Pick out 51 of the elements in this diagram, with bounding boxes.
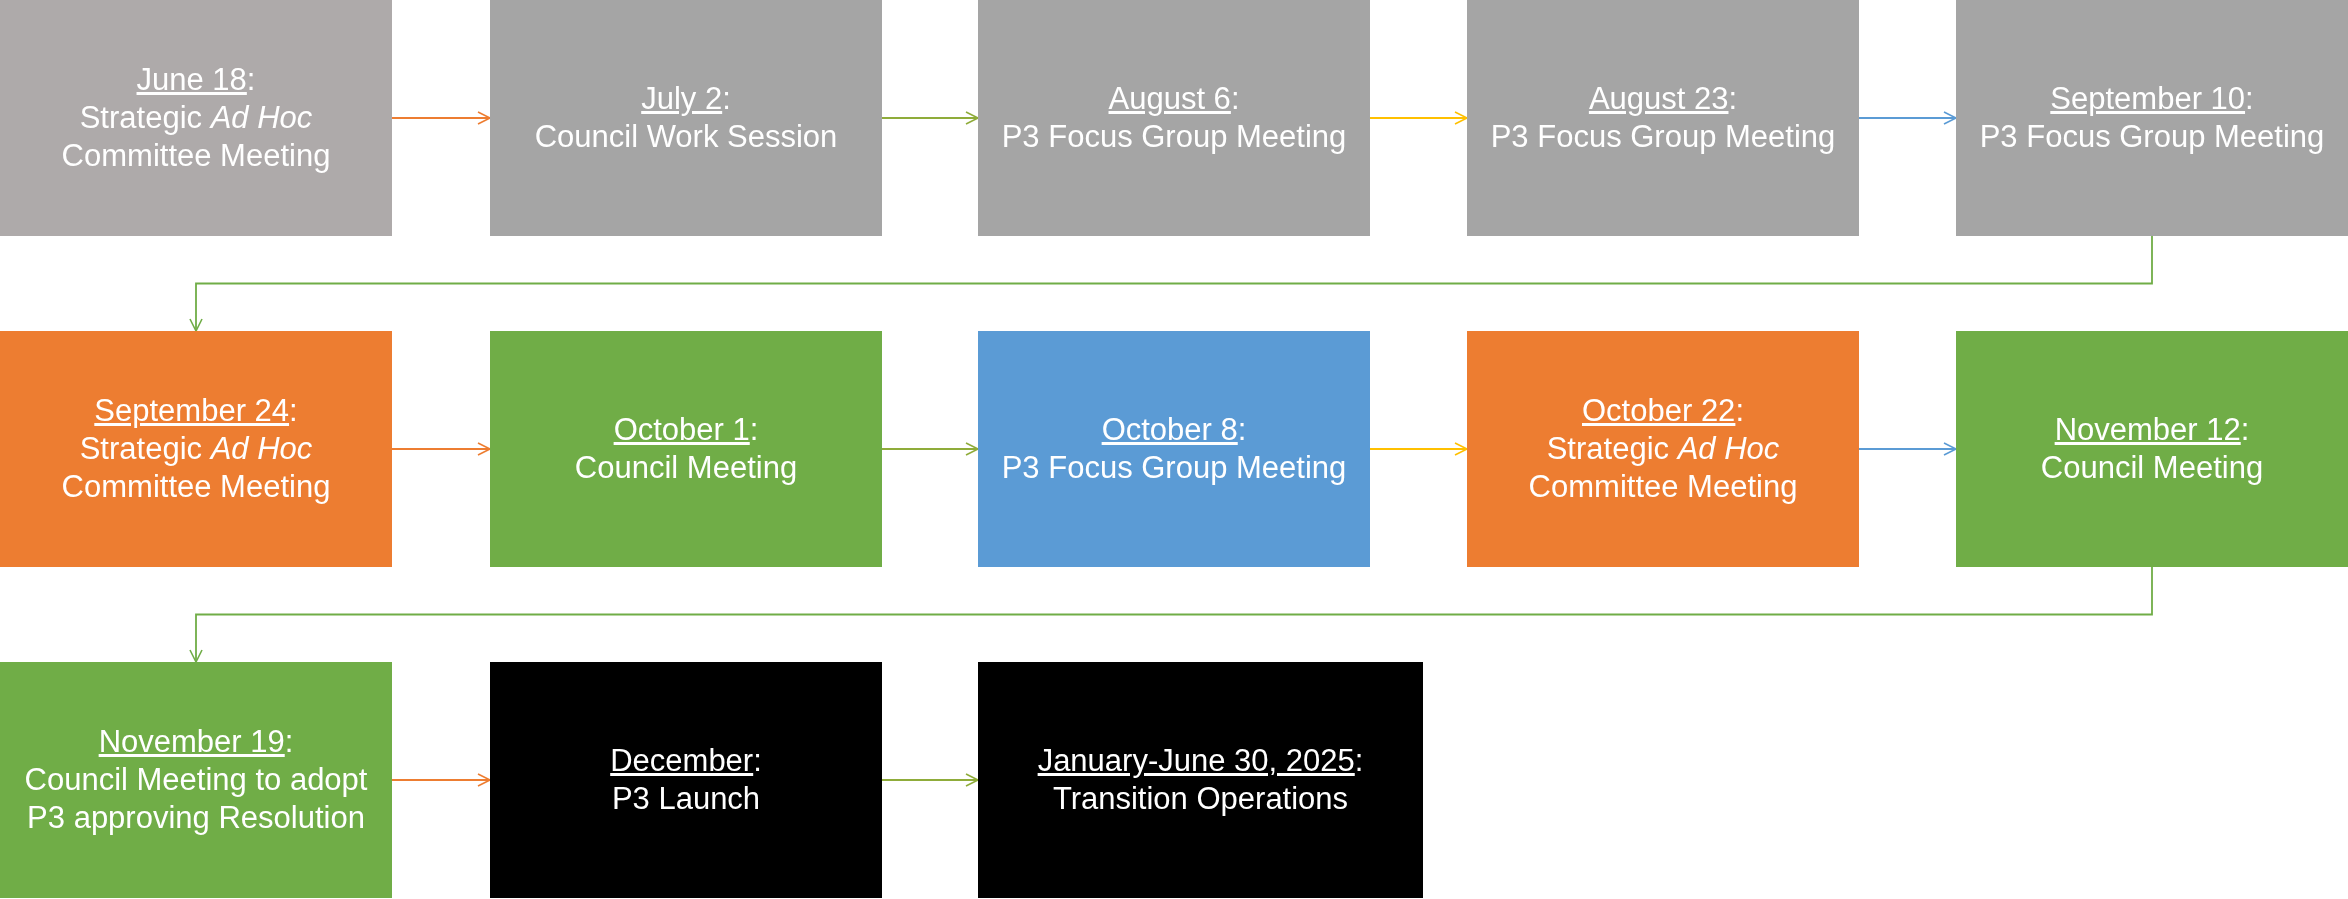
event-box <box>0 662 392 898</box>
date-heading: December: <box>610 742 762 780</box>
arrow <box>189 566 2153 663</box>
date-heading: September 24: <box>94 392 298 430</box>
event-description: Council Meeting to adopt P3 approving Resolution <box>23 761 369 837</box>
date-heading: October 22: <box>1582 392 1744 430</box>
arrow <box>1858 442 1957 456</box>
event-description: Strategic Ad Hoc Committee Meeting <box>60 430 332 506</box>
event-description: Council Meeting <box>2040 449 2264 487</box>
event-box <box>1956 0 2348 236</box>
event-description: Transition Operations <box>1052 780 1349 818</box>
event-description: P3 Focus Group Meeting <box>1490 118 1836 156</box>
arrow <box>1858 111 1957 125</box>
event-box <box>1956 331 2348 567</box>
arrow <box>1369 442 1468 456</box>
event-box <box>0 0 392 236</box>
event-box <box>0 331 392 567</box>
date-heading: October 1: <box>613 411 759 449</box>
event-description: Strategic Ad Hoc Committee Meeting <box>1527 430 1799 506</box>
event-description: P3 Focus Group Meeting <box>1979 118 2325 156</box>
event-description: Council Work Session <box>534 118 838 156</box>
arrow <box>189 235 2153 332</box>
event-box <box>490 0 882 236</box>
date-heading: August 23: <box>1588 80 1738 118</box>
event-box <box>1467 0 1859 236</box>
event-box <box>978 0 1370 236</box>
date-heading: November 12: <box>2054 411 2250 449</box>
date-heading: November 19: <box>98 723 294 761</box>
date-heading: September 10: <box>2050 80 2254 118</box>
date-heading: August 6: <box>1108 80 1240 118</box>
event-description: P3 Focus Group Meeting <box>1001 449 1347 487</box>
event-description: P3 Launch <box>611 780 761 818</box>
arrow <box>391 773 491 787</box>
event-box <box>1467 331 1859 567</box>
arrow <box>391 442 491 456</box>
event-description: Council Meeting <box>574 449 798 487</box>
date-heading: January-June 30, 2025: <box>1037 742 1364 780</box>
event-box <box>490 331 882 567</box>
date-heading: July 2: <box>641 80 731 118</box>
event-box <box>978 331 1370 567</box>
arrow <box>881 773 979 787</box>
event-description: Strategic Ad Hoc Committee Meeting <box>60 99 332 175</box>
date-heading: June 18: <box>136 61 256 99</box>
arrow <box>1369 111 1468 125</box>
arrow <box>881 111 979 125</box>
event-box <box>978 662 1423 898</box>
date-heading: October 8: <box>1101 411 1247 449</box>
event-description: P3 Focus Group Meeting <box>1001 118 1347 156</box>
arrow <box>881 442 979 456</box>
event-box <box>490 662 882 898</box>
arrow <box>391 111 491 125</box>
